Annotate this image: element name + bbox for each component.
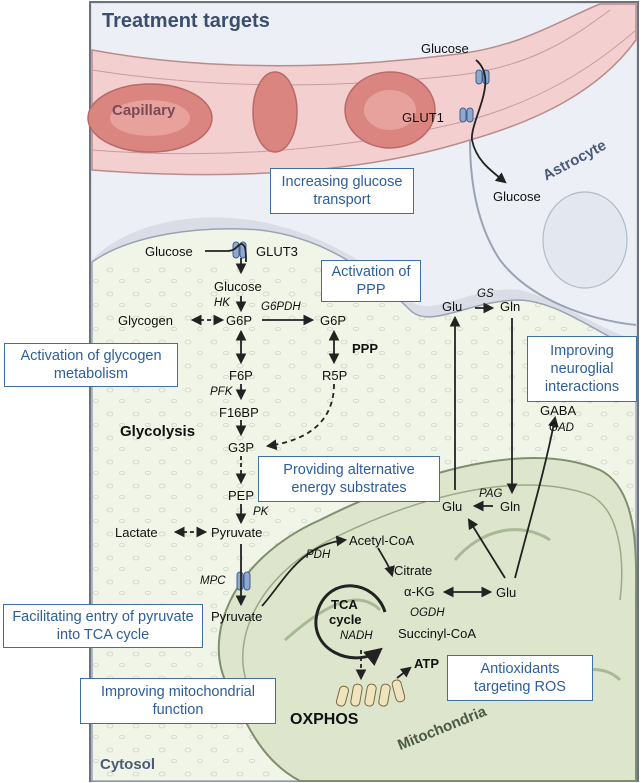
glut1-label: GLUT1: [402, 110, 444, 125]
g3p: G3P: [228, 440, 255, 455]
nadh-label: NADH: [340, 630, 373, 642]
glut3-label: GLUT3: [256, 244, 298, 259]
ppp-label: PPP: [352, 341, 379, 356]
g6p: G6P: [226, 313, 253, 328]
alpha-kg: α-KG: [404, 584, 435, 599]
target-glycogen: Activation of glycogen metabolism: [4, 343, 178, 387]
gad-enzyme: GAD: [549, 422, 574, 434]
red-blood-cell: [252, 71, 298, 153]
gln-astrocyte: Gln: [500, 299, 521, 314]
arrow-acetyl-citrate: [377, 547, 395, 578]
glu-neuron: Glu: [442, 499, 463, 514]
gs-enzyme: GS: [477, 288, 494, 300]
glut1-transporter: [459, 69, 490, 123]
tca-label-1: TCA: [331, 597, 358, 612]
arrow-glucose-blood-astro: [471, 59, 507, 184]
glycogen: Glycogen: [118, 313, 173, 328]
glucose-extracellular: Glucose: [145, 244, 193, 259]
target-substrates: Providing alternative energy substrates: [258, 456, 440, 502]
arrow-atp: [396, 666, 412, 679]
glu-mito: Glu: [496, 585, 517, 600]
arrow-pdh: [261, 535, 348, 607]
arrow-glu-gaba: [514, 415, 559, 579]
citrate: Citrate: [394, 563, 433, 578]
oxphos-label: OXPHOS: [290, 711, 359, 728]
target-ppp: Activation of PPP: [321, 260, 421, 302]
pk-enzyme: PK: [253, 506, 269, 518]
pyruvate-mito: Pyruvate: [211, 609, 263, 624]
mpc-transporter-label: MPC: [200, 575, 226, 587]
capillary-label: Capillary: [112, 102, 176, 119]
pfk-enzyme: PFK: [210, 386, 233, 398]
page-title: Treatment targets: [102, 10, 270, 32]
pdh-enzyme: PDH: [306, 549, 331, 561]
electron-transport-chain: [335, 679, 406, 707]
target-glucose-transport: Increasing glucose transport: [270, 168, 414, 214]
pag-enzyme: PAG: [479, 488, 503, 500]
arrow-r5p-g3p: [265, 383, 335, 451]
g6pdh-enzyme: G6PDH: [261, 301, 301, 313]
g6p-ppp: G6P: [320, 313, 347, 328]
gaba: GABA: [540, 403, 577, 418]
glu-astrocyte: Glu: [442, 299, 463, 314]
acetyl-coa: Acetyl-CoA: [349, 533, 415, 548]
f16bp: F16BP: [219, 405, 259, 420]
tca-label-2: cycle: [329, 612, 362, 627]
arrow-glucose-uptake: [205, 243, 247, 263]
target-neuroglial: Improving neuroglial interactions: [527, 336, 637, 402]
tca-cycle: [314, 584, 387, 667]
target-mito-function: Improving mitochondrial function: [80, 678, 276, 724]
atp-label: ATP: [414, 656, 440, 671]
lactate: Lactate: [115, 525, 158, 540]
pyruvate: Pyruvate: [211, 525, 263, 540]
succinyl-coa: Succinyl-CoA: [398, 626, 477, 641]
arrow-glu-mito-glu-neuron: [467, 518, 506, 579]
pep: PEP: [228, 488, 255, 503]
glucose-blood: Glucose: [421, 41, 469, 56]
ogdh-enzyme: OGDH: [410, 607, 445, 619]
target-antioxidants: Antioxidants targeting ROS: [447, 655, 593, 701]
glucose-cytosol: Glucose: [214, 279, 262, 294]
r5p: R5P: [322, 368, 348, 383]
cytosol-label: Cytosol: [100, 756, 156, 773]
gln-neuron: Gln: [500, 499, 521, 514]
target-pyruvate-entry: Facilitating entry of pyruvate into TCA …: [3, 604, 203, 648]
f6p: F6P: [229, 368, 253, 383]
glycolysis-label: Glycolysis: [120, 423, 196, 440]
hk-enzyme: HK: [214, 297, 230, 309]
glucose-astrocyte: Glucose: [493, 189, 541, 204]
